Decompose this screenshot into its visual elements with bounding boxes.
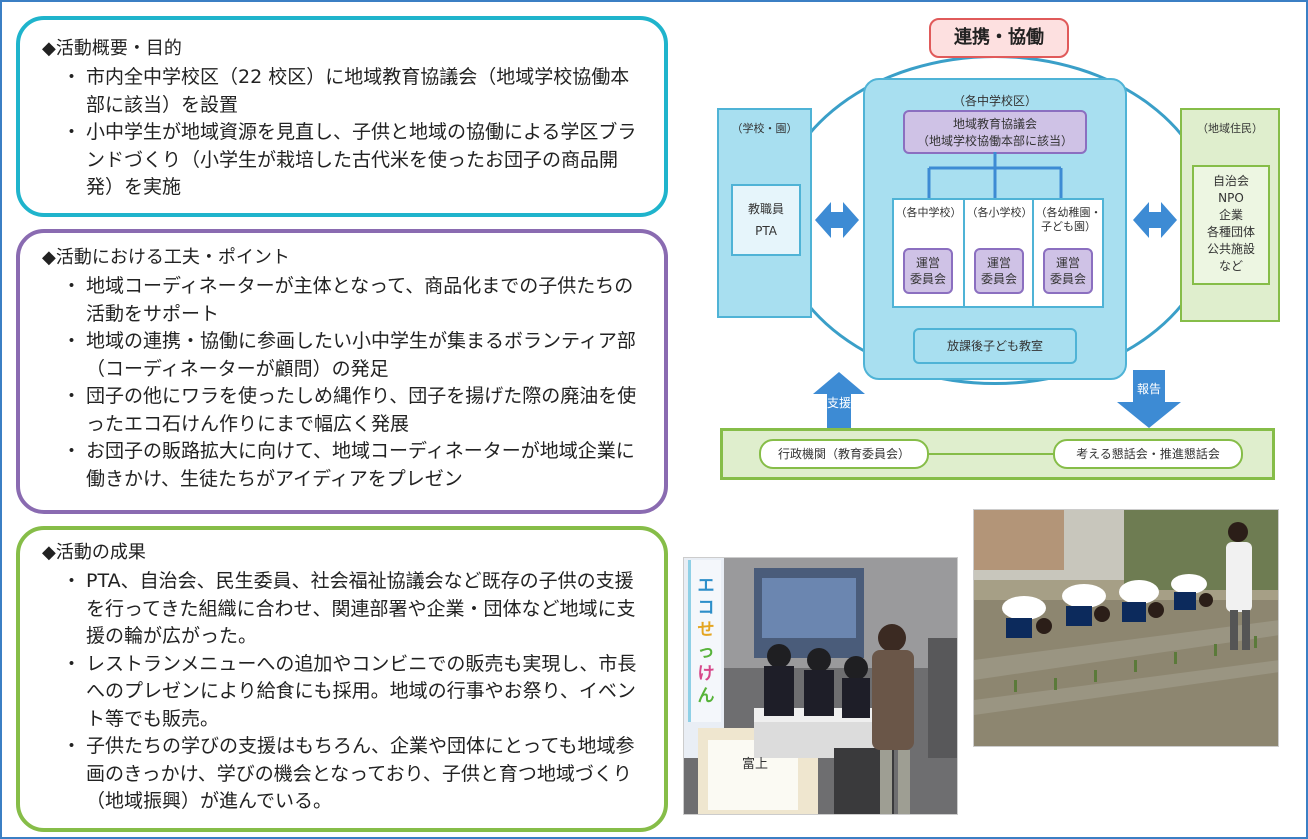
activity-points-list: 地域コーディネーターが主体となって、商品化までの子供たちの活動をサポート 地域の…: [42, 273, 646, 493]
teachers-label: 教職員: [747, 202, 784, 216]
chip-line: 委員会: [1049, 272, 1086, 286]
community-side-members: 自治会 NPO 企業 各種団体 公共施設 など: [1192, 165, 1270, 285]
community-side-panel: （地域住民） 自治会 NPO 企業 各種団体 公共施設 など: [1180, 108, 1280, 322]
sign-char: ん: [697, 686, 715, 706]
school-side-members: 教職員 PTA: [731, 184, 801, 256]
rice-planting-photo: [973, 509, 1279, 747]
council-note: （地域学校協働本部に該当）: [916, 134, 1073, 148]
activity-points-heading: ◆活動における工夫・ポイント: [42, 247, 290, 268]
forum-pill: 考える懇話会・推進懇話会: [1053, 439, 1243, 469]
council-name: 地域教育協議会: [952, 117, 1037, 131]
eco-soap-sign: エ コ せ っ け ん: [688, 560, 721, 722]
community-member: 自治会: [1212, 174, 1249, 188]
activity-overview-list: 市内全中学校区（22 校区）に地域教育協議会（地域学校協働本部に該当）を設置 小…: [42, 64, 646, 202]
committee-chip: 運営 委員会: [974, 248, 1024, 294]
collaboration-badge: 連携・協働: [929, 18, 1069, 58]
activity-results-list: PTA、自治会、民生委員、社会福祉協議会など既存の子供の支援を行ってきた組織に合…: [42, 568, 646, 816]
chip-line: 委員会: [980, 272, 1017, 286]
chip-line: 運営: [1055, 256, 1080, 270]
chip-line: 運営: [986, 256, 1011, 270]
sign-char: エ: [697, 576, 715, 596]
double-arrow-icon: [815, 202, 859, 238]
bar-connector: [925, 453, 1075, 455]
list-item: 市内全中学校区（22 校区）に地域教育協議会（地域学校協働本部に該当）を設置: [62, 64, 646, 119]
junior-high-column: （各中学校） 運営 委員会: [894, 200, 963, 306]
chip-line: 運営: [915, 256, 940, 270]
regional-council-box: 地域教育協議会 （地域学校協働本部に該当）: [903, 110, 1087, 154]
pta-label: PTA: [755, 224, 777, 238]
administration-bar: 行政機関（教育委員会） 考える懇話会・推進懇話会: [720, 428, 1275, 480]
elementary-column: （各小学校） 運営 委員会: [963, 200, 1034, 306]
list-item: 子供たちの学びの支援はもちろん、企業や団体にとっても地域参画のきっかけ、学びの機…: [62, 733, 646, 816]
paper-text: 富上: [741, 757, 768, 772]
activity-points-box: ◆活動における工夫・ポイント 地域コーディネーターが主体となって、商品化までの子…: [16, 229, 668, 514]
community-side-caption: （地域住民）: [1197, 122, 1263, 135]
column-label: （各中学校）: [895, 206, 962, 219]
collaboration-diagram: （学校・園） 教職員 PTA （地域住民） 自治会 NPO 企業 各種団体 公共…: [705, 10, 1295, 485]
activity-results-heading: ◆活動の成果: [42, 542, 146, 563]
committee-chip: 運営 委員会: [903, 248, 953, 294]
board-of-education-pill: 行政機関（教育委員会）: [759, 439, 929, 469]
column-label: （各幼稚園・子ども園）: [1035, 206, 1102, 233]
list-item: 小中学生が地域資源を見直し、子供と地域の協働による学区ブランドづくり（小学生が栽…: [62, 119, 646, 202]
list-item: 地域コーディネーターが主体となって、商品化までの子供たちの活動をサポート: [62, 273, 646, 328]
community-member: など: [1218, 259, 1243, 273]
school-committees-group: （各中学校） 運営 委員会 （各小学校） 運営 委員会 （各幼稚園・子ども園） …: [892, 198, 1104, 308]
activity-overview-box: ◆活動概要・目的 市内全中学校区（22 校区）に地域教育協議会（地域学校協働本部…: [16, 16, 668, 217]
list-item: 地域の連携・協働に参画したい小中学生が集まるボランティア部（コーディネーターが顧…: [62, 328, 646, 383]
community-member: NPO: [1218, 191, 1244, 205]
school-side-caption: （学校・園）: [731, 122, 798, 135]
tree-connector: [927, 152, 1063, 200]
list-item: 団子の他にワラを使ったしめ縄作り、団子を揚げた際の廃油を使ったエコ石けん作りにま…: [62, 383, 646, 438]
school-side-panel: （学校・園） 教職員 PTA: [717, 108, 812, 318]
rice-planting-illustration: [974, 510, 1278, 746]
booth-photo: エ コ せ っ け ん 富上: [683, 557, 958, 815]
district-heading: （各中学校区）: [952, 94, 1037, 108]
afterschool-class-box: 放課後子ども教室: [913, 328, 1077, 364]
activity-overview-heading: ◆活動概要・目的: [42, 38, 182, 59]
booth-photo-illustration: [684, 558, 957, 814]
kindergarten-column: （各幼稚園・子ども園） 運営 委員会: [1032, 200, 1103, 306]
community-member: 各種団体: [1206, 225, 1255, 239]
sign-char: っ: [697, 642, 715, 662]
community-member: 公共施設: [1206, 242, 1255, 256]
list-item: レストランメニューへの追加やコンビニでの販売も実現し、市長へのプレゼンにより給食…: [62, 651, 646, 734]
list-item: PTA、自治会、民生委員、社会福祉協議会など既存の子供の支援を行ってきた組織に合…: [62, 568, 646, 651]
chip-line: 委員会: [909, 272, 946, 286]
support-arrow-icon: [813, 372, 865, 428]
support-label: 支援: [826, 396, 851, 410]
list-item: お団子の販路拡大に向けて、地域コーディネーターが地域企業に働きかけ、生徒たちがア…: [62, 438, 646, 493]
committee-chip: 運営 委員会: [1043, 248, 1093, 294]
sign-char: せ: [697, 620, 715, 640]
sign-char: け: [697, 664, 715, 684]
community-member: 企業: [1218, 208, 1243, 222]
activity-results-box: ◆活動の成果 PTA、自治会、民生委員、社会福祉協議会など既存の子供の支援を行っ…: [16, 526, 668, 832]
report-arrow-icon: [1117, 370, 1181, 428]
double-arrow-icon: [1133, 202, 1177, 238]
column-label: （各小学校）: [966, 206, 1033, 219]
report-label: 報告: [1136, 382, 1161, 396]
sign-char: コ: [697, 598, 715, 618]
